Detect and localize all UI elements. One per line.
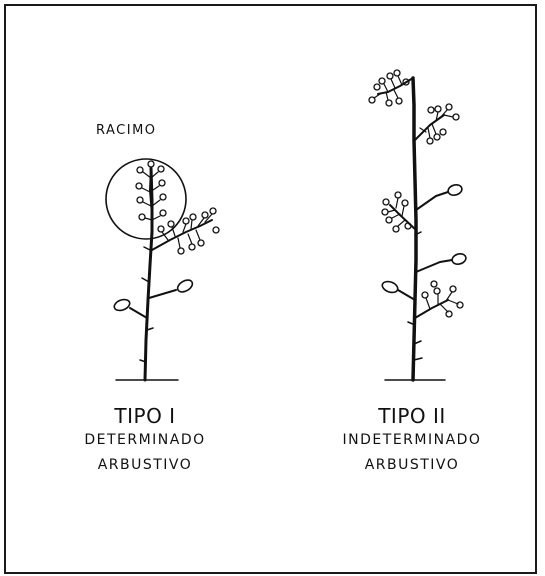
plant-2-habit-line2: ARBUSTIVO [364,457,460,473]
plant-tipo-2 [368,69,467,382]
figure-frame [4,4,537,574]
plant-1-type-label: TIPO I [114,404,176,428]
plant-2-habit-line1: INDETERMINADO [342,432,482,448]
plant-1-habit-line2: ARBUSTIVO [97,457,193,473]
racimo-highlight-circle [105,158,187,240]
plant-1-habit-line1: DETERMINADO [84,432,206,448]
plant-tipo-1 [105,158,220,382]
plant-2-type-label: TIPO II [378,404,446,428]
racimo-label: RACIMO [96,123,157,138]
